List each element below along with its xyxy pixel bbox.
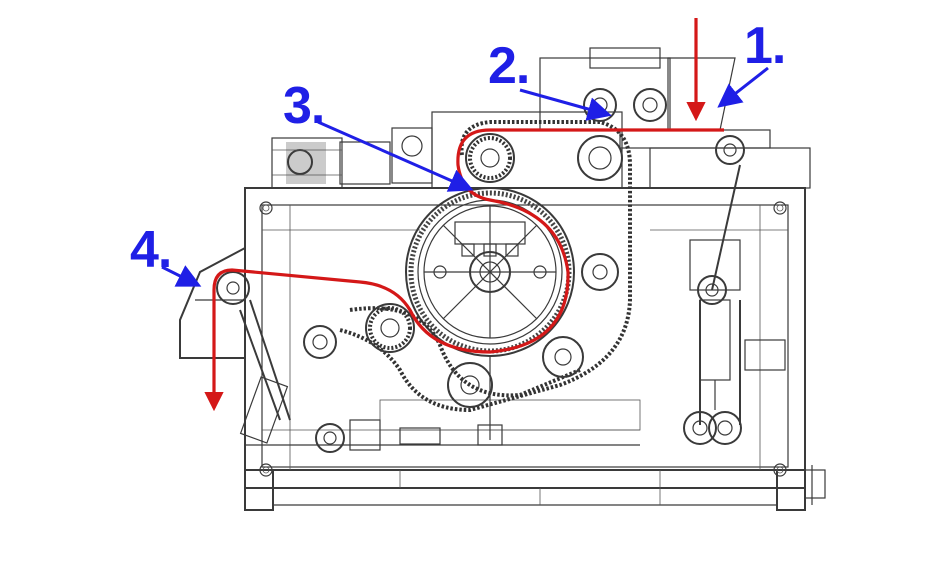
callout-2-arrow-icon (519, 88, 612, 121)
exit-table (179, 246, 640, 446)
callout-1-arrow-icon (717, 66, 769, 108)
take-up-unit (689, 164, 786, 425)
rollers (216, 88, 745, 453)
callout-4-arrow-icon (161, 265, 202, 287)
callout-label-3: 3. (283, 77, 325, 135)
callout-label-4: 4. (130, 221, 172, 279)
callout-label-2: 2. (488, 37, 530, 95)
callout-label-1: 1. (744, 17, 786, 75)
machine-frame (244, 187, 826, 511)
callout-3-arrow-icon (317, 120, 474, 192)
drive-chain (339, 120, 632, 413)
callout-arrows (161, 66, 769, 287)
